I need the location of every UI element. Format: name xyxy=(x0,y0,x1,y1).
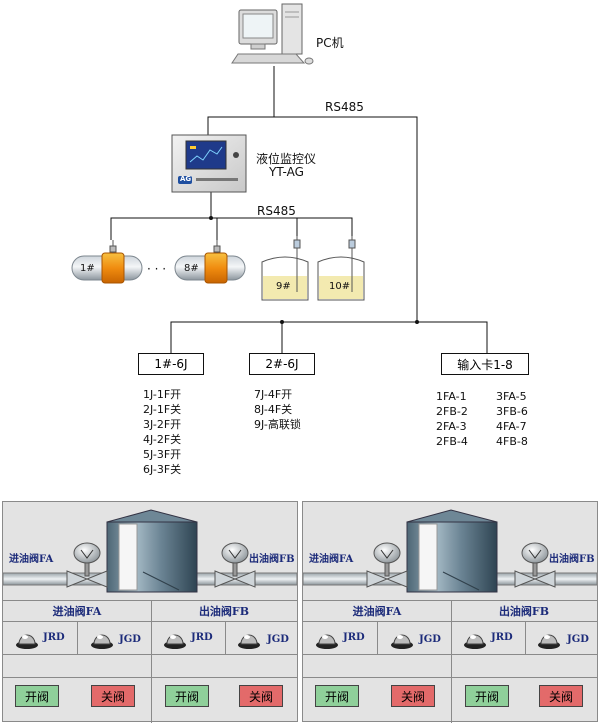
jrd-indicator-label: JRD xyxy=(491,632,513,643)
junction-dot xyxy=(280,320,284,324)
rs485-mid-label: RS485 xyxy=(257,204,296,218)
input-card-list-left: 1FA-1 2FB-2 2FA-3 2FB-4 xyxy=(436,389,468,449)
tank-label: 1# xyxy=(80,263,95,274)
close-outlet-valve-button[interactable]: 关阀 xyxy=(239,685,283,707)
jgd-indicator-label: JGD xyxy=(567,634,589,645)
rs485-bus-lines xyxy=(110,66,488,353)
input-card-box: 输入卡1-8 xyxy=(441,353,529,375)
list-item: 4FA-7 xyxy=(496,420,527,433)
list-item: 3J-2F开 xyxy=(143,418,182,431)
list-item: 9J-高联锁 xyxy=(254,418,301,431)
list-item: 5J-3F开 xyxy=(143,448,182,461)
close-inlet-valve-button[interactable]: 关阀 xyxy=(391,685,435,707)
tank-ellipsis: · · · xyxy=(147,262,167,276)
pc-computer-icon xyxy=(231,3,314,65)
outlet-valve-label: 出油阀FB xyxy=(549,554,595,565)
monitor-model: YT-AG xyxy=(269,165,304,179)
jgd-lamp-icon xyxy=(91,634,113,649)
divider xyxy=(303,677,597,678)
close-outlet-valve-button[interactable]: 关阀 xyxy=(539,685,583,707)
inlet-valve-label: 进油阀FA xyxy=(9,554,54,565)
list-item: 4J-2F关 xyxy=(143,433,182,446)
list-item: 1J-1F开 xyxy=(143,388,182,401)
module-box-2: 2#-6J xyxy=(249,353,315,375)
list-item: 6J-3F关 xyxy=(143,463,182,476)
divider xyxy=(377,622,378,654)
horizontal-tank-8 xyxy=(174,240,246,284)
close-inlet-valve-button[interactable]: 关阀 xyxy=(91,685,135,707)
vertical-tank-9 xyxy=(261,236,309,301)
module-2-list: 7J-4F开 8J-4F关 9J-高联锁 xyxy=(254,387,301,432)
jgd-lamp-icon xyxy=(538,634,560,649)
inlet-valve-label: 进油阀FA xyxy=(309,554,354,565)
jgd-indicator-label: JGD xyxy=(267,634,289,645)
valve-panel-1: 进油阀FA 出油阀FB 进油阀FA 出油阀FB JRD JGD JRD JGD … xyxy=(2,501,298,723)
input-card-list-right: 3FA-5 3FB-6 4FA-7 4FB-8 xyxy=(496,389,528,449)
open-inlet-valve-button[interactable]: 开阀 xyxy=(315,685,359,707)
open-inlet-valve-button[interactable]: 开阀 xyxy=(15,685,59,707)
list-item: 3FB-6 xyxy=(496,405,528,418)
jrd-indicator-label: JRD xyxy=(43,632,65,643)
tank-label: 8# xyxy=(184,263,199,274)
open-outlet-valve-button[interactable]: 开阀 xyxy=(165,685,209,707)
divider xyxy=(525,622,526,654)
list-item: 2FB-2 xyxy=(436,405,468,418)
tank-label: 9# xyxy=(276,281,291,292)
outlet-valve-label: 出油阀FB xyxy=(249,554,295,565)
monitor-name: 液位监控仪 xyxy=(256,152,317,166)
inlet-valve-header: 进油阀FA xyxy=(3,600,151,622)
list-item: 7J-4F开 xyxy=(254,388,293,401)
topology-diagram xyxy=(71,3,488,353)
jrd-lamp-icon xyxy=(16,634,38,649)
module-box-1: 1#-6J xyxy=(138,353,204,375)
divider xyxy=(225,622,226,654)
tank-valve-scene xyxy=(303,509,597,593)
jgd-indicator-label: JGD xyxy=(419,634,441,645)
tank-valve-scene xyxy=(3,509,297,593)
list-item: 4FB-8 xyxy=(496,435,528,448)
vertical-tank-10 xyxy=(317,236,365,301)
horizontal-tank-1 xyxy=(71,240,143,284)
list-item: 2FB-4 xyxy=(436,435,468,448)
jrd-indicator-label: JRD xyxy=(343,632,365,643)
jgd-lamp-icon xyxy=(238,634,260,649)
jrd-lamp-icon xyxy=(164,634,186,649)
divider xyxy=(451,600,452,723)
list-item: 8J-4F关 xyxy=(254,403,293,416)
valve-panel-2: 进油阀FA 出油阀FB 进油阀FA 出油阀FB JRD JGD JRD JGD … xyxy=(302,501,598,723)
outlet-valve-header: 出油阀FB xyxy=(451,600,597,622)
rs485-top-label: RS485 xyxy=(325,100,364,114)
jgd-lamp-icon xyxy=(391,634,413,649)
list-item: 1FA-1 xyxy=(436,390,467,403)
level-monitor-device xyxy=(171,134,247,193)
inlet-valve-header: 进油阀FA xyxy=(303,600,451,622)
divider xyxy=(77,622,78,654)
jgd-indicator-label: JGD xyxy=(119,634,141,645)
module-1-list: 1J-1F开 2J-1F关 3J-2F开 4J-2F关 5J-3F开 6J-3F… xyxy=(143,387,181,477)
jrd-lamp-icon xyxy=(464,634,486,649)
junction-dot xyxy=(415,320,419,324)
tank-label: 10# xyxy=(329,281,351,292)
divider xyxy=(303,654,597,655)
list-item: 2J-1F关 xyxy=(143,403,182,416)
junction-dot xyxy=(209,216,213,220)
jrd-indicator-label: JRD xyxy=(191,632,213,643)
list-item: 3FA-5 xyxy=(496,390,527,403)
monitor-badge: AG xyxy=(180,175,192,183)
divider xyxy=(3,677,297,678)
divider xyxy=(151,600,152,723)
pc-label: PC机 xyxy=(316,36,344,50)
jrd-lamp-icon xyxy=(316,634,338,649)
divider xyxy=(3,654,297,655)
list-item: 2FA-3 xyxy=(436,420,467,433)
outlet-valve-header: 出油阀FB xyxy=(151,600,297,622)
open-outlet-valve-button[interactable]: 开阀 xyxy=(465,685,509,707)
